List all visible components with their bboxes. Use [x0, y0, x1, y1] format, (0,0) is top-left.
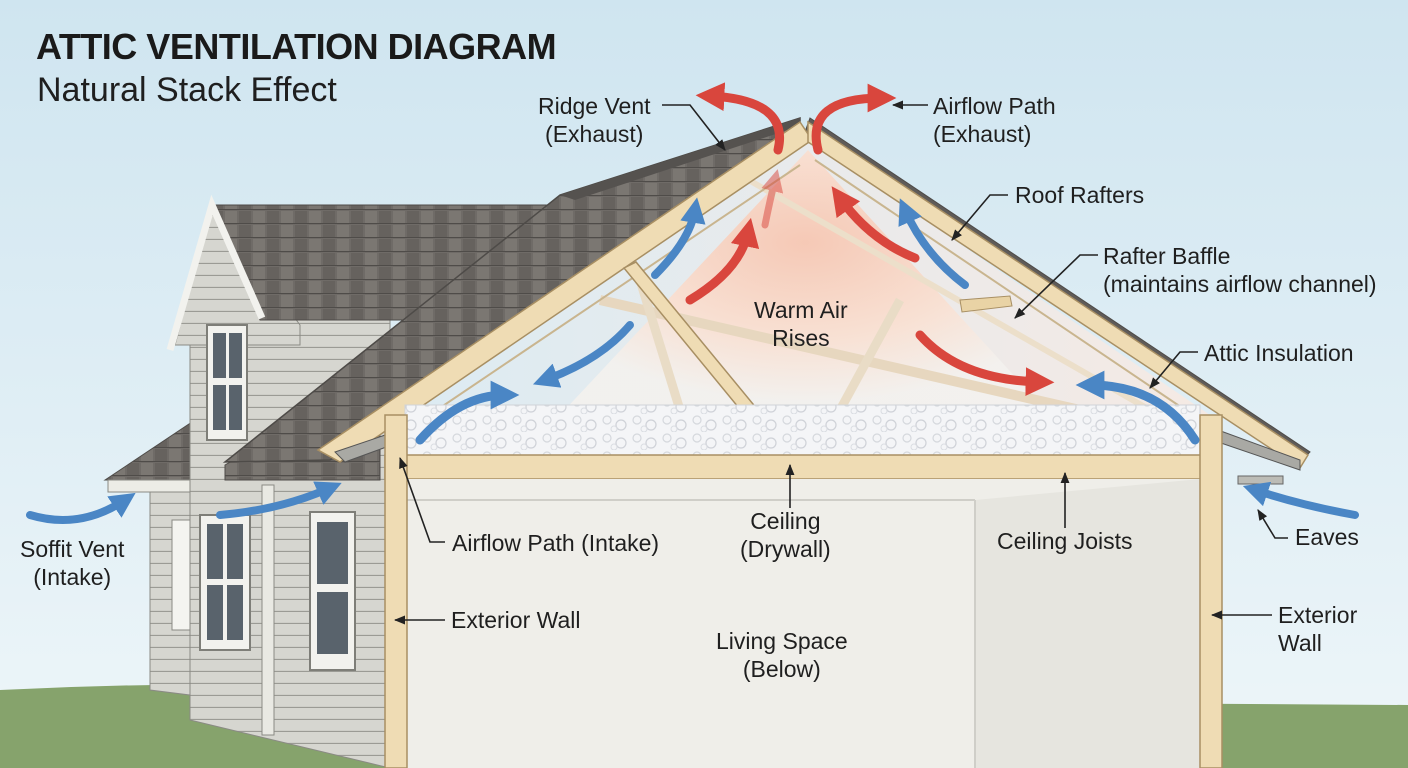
label-airflow-exhaust: Airflow Path (Exhaust) — [933, 93, 1056, 147]
label-airflow-intake: Airflow Path (Intake) — [452, 530, 660, 556]
warm-arrow-rise-left — [685, 217, 760, 305]
warm-arrow-lower-right — [915, 330, 1055, 397]
warm-arrow-rise-right — [831, 186, 920, 263]
label-roof-rafters: Roof Rafters — [1015, 182, 1145, 208]
cool-arrow-eave-right — [1075, 370, 1200, 445]
label-warm-air-rises: Warm Air Rises — [754, 297, 848, 351]
cool-arrow-soffit-left — [26, 492, 136, 524]
warm-arrow-exhaust-left — [695, 82, 784, 155]
warm-arrow-exhaust-right — [811, 83, 897, 155]
insulation-batt — [404, 404, 1201, 456]
label-living-space: Living Space (Below) — [716, 628, 848, 682]
label-ceiling-joists: Ceiling Joists — [997, 528, 1133, 554]
cool-arrow-soffit-house — [216, 481, 342, 519]
label-ridge-vent: Ridge Vent (Exhaust) — [538, 93, 651, 147]
cool-arrow-up-left — [651, 197, 706, 279]
wall-section — [384, 414, 1223, 768]
cool-arrow-eave-entry — [415, 380, 520, 445]
label-attic-insulation: Attic Insulation — [1204, 340, 1354, 366]
cool-arrow-attic-left — [532, 321, 634, 388]
label-exterior-wall-right: Exterior Wall — [1278, 602, 1358, 656]
cool-arrow-up-right — [898, 198, 969, 289]
label-soffit-vent: Soffit Vent (Intake) — [20, 536, 125, 590]
warm-arrow-rise-center — [761, 169, 784, 229]
label-ceiling-drywall: Ceiling (Drywall) — [740, 508, 831, 562]
label-eaves: Eaves — [1295, 524, 1359, 550]
leader-lines — [393, 100, 1288, 625]
diagram-title: ATTIC VENTILATION DIAGRAM — [36, 26, 557, 67]
label-rafter-baffle: Rafter Baffle (maintains airflow channel… — [1103, 243, 1377, 297]
diagram-subtitle: Natural Stack Effect — [37, 71, 337, 109]
label-exterior-wall-left: Exterior Wall — [451, 607, 581, 633]
cool-arrow-soffit-right — [1242, 481, 1359, 519]
airflow-arrows — [26, 82, 1359, 524]
